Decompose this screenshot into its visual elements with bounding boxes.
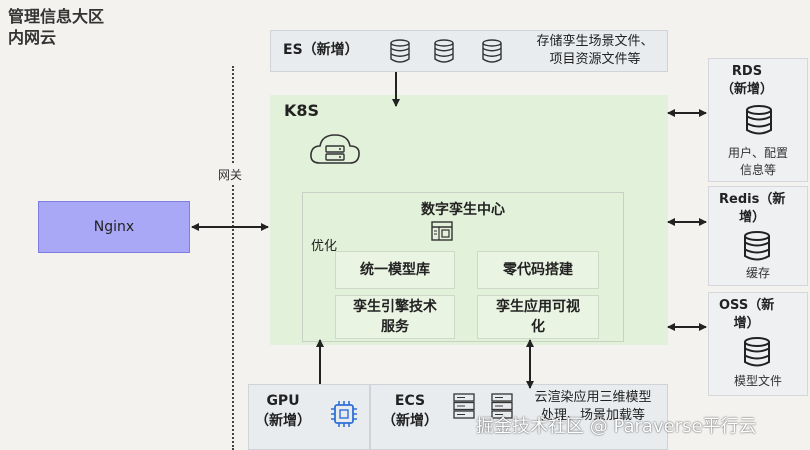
region-title-line-2: 内网云 bbox=[8, 28, 57, 47]
rds-title-line: RDS bbox=[731, 64, 763, 79]
core-title: 数字孪生中心 bbox=[421, 202, 505, 218]
redis-title: Redis（新 增） bbox=[719, 191, 785, 227]
module-zero-code-builder[interactable]: 零代码搭建 bbox=[477, 251, 599, 289]
module-label: 服务 bbox=[381, 319, 409, 335]
module-label: 孪生引擎技术 bbox=[353, 299, 437, 315]
redis-node[interactable]: Redis（新 增） 缓存 bbox=[708, 186, 808, 286]
ecs-title: ECS （新增） bbox=[379, 391, 441, 431]
database-icon bbox=[390, 39, 410, 63]
ecs-title-line: ECS bbox=[394, 393, 426, 409]
oss-title: OSS（新 增） bbox=[719, 297, 774, 333]
database-icon bbox=[744, 231, 770, 261]
watermark: 掘金技术社区 @ Paraverse平行云 bbox=[476, 416, 757, 437]
database-icon bbox=[746, 105, 772, 135]
oss-title-line: 增） bbox=[733, 316, 760, 331]
module-unified-model-library[interactable]: 统一模型库 bbox=[335, 251, 455, 289]
es-description: 存储孪生场景文件、 项目资源文件等 bbox=[523, 33, 667, 69]
oss-desc-line: 模型文件 bbox=[733, 374, 782, 388]
rds-desc-line: 信息等 bbox=[739, 163, 776, 177]
ecs-title-line: （新增） bbox=[382, 413, 438, 429]
oss-node[interactable]: OSS（新 增） 模型文件 bbox=[708, 292, 808, 396]
dashboard-icon bbox=[431, 221, 453, 241]
region-title-line-1: 管理信息大区 bbox=[8, 7, 105, 26]
digital-twin-center[interactable]: 数字孪生中心 优化 统一模型库 零代码搭建 孪生引擎技术 服务 孪生应用可视 化 bbox=[302, 192, 624, 342]
gpu-title: GPU （新增） bbox=[255, 391, 311, 431]
server-icon bbox=[453, 393, 475, 419]
module-twin-app-visualization[interactable]: 孪生应用可视 化 bbox=[477, 295, 599, 339]
es-title: ES（新增） bbox=[283, 42, 359, 58]
database-icon bbox=[482, 39, 502, 63]
redis-desc-line: 缓存 bbox=[745, 266, 770, 280]
es-desc-line: 项目资源文件等 bbox=[549, 52, 641, 67]
rds-node[interactable]: RDS （新增） 用户、配置 信息等 bbox=[708, 58, 808, 182]
module-label: 化 bbox=[531, 319, 545, 335]
gpu-node[interactable]: GPU （新增） bbox=[248, 384, 370, 450]
redis-title-line: Redis（新 bbox=[719, 192, 786, 207]
module-label: 统一模型库 bbox=[360, 262, 430, 278]
rds-desc-line: 用户、配置 bbox=[727, 146, 788, 160]
gateway-label: 网关 bbox=[216, 165, 245, 184]
oss-description: 模型文件 bbox=[709, 373, 807, 390]
k8s-title: K8S bbox=[284, 101, 320, 120]
chip-icon bbox=[331, 401, 357, 427]
gateway-divider bbox=[232, 66, 234, 450]
rds-description: 用户、配置 信息等 bbox=[709, 145, 807, 179]
redis-description: 缓存 bbox=[709, 265, 807, 282]
cloud-server-icon bbox=[310, 134, 360, 164]
optimize-label: 优化 bbox=[311, 239, 338, 254]
rds-title-line: （新增） bbox=[721, 82, 774, 97]
es-node[interactable]: ES（新增） 存储孪生场景文件、 项目资源文件等 bbox=[270, 30, 668, 72]
ecs-desc-line: 云渲染应用三维模型 bbox=[534, 390, 652, 405]
ecs-description: 云渲染应用三维模型 处理、场景加载等 bbox=[519, 389, 667, 425]
module-label: 零代码搭建 bbox=[503, 262, 573, 278]
module-twin-engine-service[interactable]: 孪生引擎技术 服务 bbox=[335, 295, 455, 339]
nginx-node[interactable]: Nginx bbox=[38, 201, 190, 253]
ecs-node[interactable]: ECS （新增） 云渲染应用三维模型 处理、场景加载等 bbox=[370, 384, 668, 450]
es-desc-line: 存储孪生场景文件、 bbox=[536, 34, 654, 49]
module-label: 孪生应用可视 bbox=[496, 299, 580, 315]
server-icon bbox=[491, 393, 513, 419]
region-title: 管理信息大区 内网云 bbox=[8, 6, 104, 48]
gpu-title-line: GPU bbox=[266, 393, 300, 409]
redis-title-line: 增） bbox=[739, 210, 766, 225]
database-icon bbox=[744, 337, 770, 367]
oss-title-line: OSS（新 bbox=[719, 298, 775, 313]
gpu-title-line: （新增） bbox=[255, 413, 311, 429]
nginx-label: Nginx bbox=[93, 219, 135, 235]
database-icon bbox=[434, 39, 454, 63]
ecs-desc-line: 处理、场景加载等 bbox=[540, 408, 645, 423]
rds-title: RDS （新增） bbox=[721, 63, 773, 99]
